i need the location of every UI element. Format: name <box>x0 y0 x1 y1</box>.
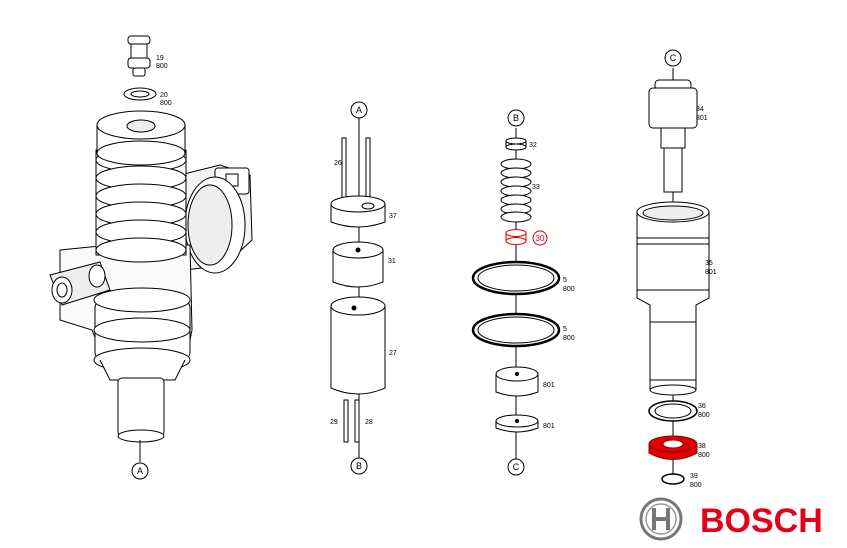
injector-top-cap <box>96 110 186 166</box>
connector-c-top: C <box>664 49 682 67</box>
brand-name: BOSCH <box>700 502 823 540</box>
part-27-cylinder <box>330 296 386 395</box>
part-29-pin <box>343 399 349 443</box>
column-4-parts <box>636 68 710 485</box>
label-19-num: 19 <box>156 55 164 62</box>
svg-text:C: C <box>670 53 677 63</box>
part-35-sleeve <box>636 201 710 396</box>
svg-text:30: 30 <box>536 234 545 243</box>
svg-text:B: B <box>356 461 362 471</box>
part-26-pins <box>341 137 347 201</box>
label-35-code: 801 <box>705 269 717 276</box>
label-39-num: 39 <box>690 473 698 480</box>
label-801-upper: 801 <box>543 382 555 389</box>
label-37: 37 <box>389 213 397 220</box>
column-3-parts <box>471 128 561 462</box>
connector-a-bottom: A <box>131 462 149 480</box>
part-39-ring <box>661 473 685 485</box>
label-35-num: 35 <box>705 260 713 267</box>
label-28: 28 <box>365 419 373 426</box>
label-36-num: 36 <box>698 403 706 410</box>
part-30-washer-highlighted <box>505 229 527 245</box>
injector-spring <box>95 147 187 263</box>
part-32-disc <box>505 137 527 151</box>
part-34-nozzle <box>648 79 698 193</box>
label-26: 26 <box>334 160 342 167</box>
label-31: 31 <box>388 258 396 265</box>
label-801-lower: 801 <box>543 423 555 430</box>
label-36-code: 800 <box>698 412 710 419</box>
label-34-num: 34 <box>696 106 704 113</box>
svg-text:A: A <box>137 466 143 476</box>
connector-b-bottom: B <box>350 457 368 475</box>
part-801-valve-body <box>495 366 539 397</box>
label-29: 29 <box>330 419 338 426</box>
part-37-plate <box>330 195 386 228</box>
column-2-parts <box>330 118 386 470</box>
bosch-armature-icon <box>639 497 683 541</box>
unit-injector-assembly <box>49 35 253 443</box>
label-34-code: 801 <box>696 115 708 122</box>
label-20-num: 20 <box>160 92 168 99</box>
part-28-pin <box>354 399 360 443</box>
part-801-plate <box>495 414 539 433</box>
svg-text:B: B <box>513 113 519 123</box>
injector-nozzle <box>117 377 165 437</box>
label-5-lower-num: 5 <box>563 326 567 333</box>
label-27: 27 <box>389 350 397 357</box>
label-5-upper-code: 800 <box>563 286 575 293</box>
label-39-code: 800 <box>690 482 702 489</box>
part-labels: 19 800 20 800 26 37 31 27 29 28 32 33 30… <box>156 55 717 489</box>
part-19-valve <box>127 35 151 77</box>
injector-roller-arm <box>49 261 111 306</box>
label-33: 33 <box>532 184 540 191</box>
svg-text:C: C <box>513 462 520 472</box>
label-38-num: 38 <box>698 443 706 450</box>
connector-c-bottom: C <box>507 458 525 476</box>
label-20-code: 800 <box>160 100 172 107</box>
label-5-upper-num: 5 <box>563 277 567 284</box>
svg-text:A: A <box>356 105 362 115</box>
label-5-lower-code: 800 <box>563 335 575 342</box>
connector-b-top: B <box>507 109 525 127</box>
injector-side-arm <box>179 164 253 274</box>
label-38-code: 800 <box>698 452 710 459</box>
label-32: 32 <box>529 142 537 149</box>
part-38-seal-highlighted <box>648 435 698 460</box>
bosch-logo: BOSCH <box>639 497 823 541</box>
label-30-highlighted: 30 <box>532 230 548 246</box>
part-31-cylinder <box>332 241 384 288</box>
part-33-spring <box>500 158 532 223</box>
label-19-code: 800 <box>156 63 168 70</box>
connector-a-top: A <box>350 101 368 119</box>
